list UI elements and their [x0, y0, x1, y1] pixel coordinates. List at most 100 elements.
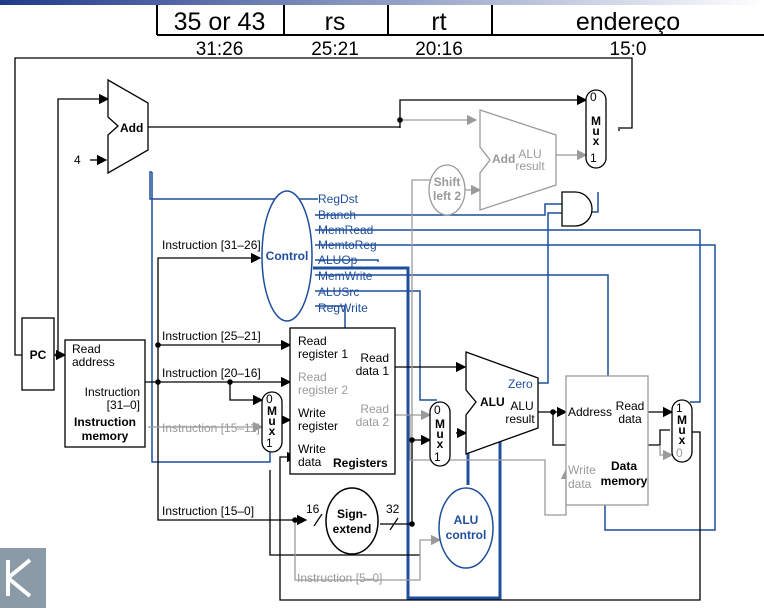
sign-extend: Sign- extend 16 32: [306, 487, 400, 555]
branch-alu-label: ALU: [518, 147, 541, 161]
control-wires: [149, 171, 716, 531]
register-file: Read register 1 Read register 2 Write re…: [289, 327, 396, 475]
svg-text:M: M: [267, 404, 277, 418]
svg-text:Instruction [20–16]: Instruction [20–16]: [162, 366, 261, 380]
svg-text:extend: extend: [333, 522, 372, 536]
svg-text:M: M: [591, 114, 601, 128]
svg-text:data: data: [298, 455, 322, 469]
svg-text:Instruction [31–26]: Instruction [31–26]: [162, 238, 261, 252]
svg-text:result: result: [505, 412, 535, 426]
svg-text:Data: Data: [611, 459, 637, 473]
field-rt: rt: [431, 8, 447, 36]
control-signal-labels: RegDst Branch MemRead MemtoReg ALUOp Mem…: [318, 192, 377, 315]
svg-text:x: x: [437, 437, 444, 451]
field-rt-bits: 20:16: [415, 39, 463, 60]
svg-text:1: 1: [676, 401, 683, 415]
svg-text:Write: Write: [568, 463, 596, 477]
data-wires: [14, 57, 701, 601]
svg-text:Instruction [25–21]: Instruction [25–21]: [162, 329, 261, 343]
svg-text:register: register: [298, 419, 338, 433]
svg-text:Read: Read: [298, 370, 327, 384]
svg-text:u: u: [436, 427, 443, 441]
svg-text:Instruction [15–0]: Instruction [15–0]: [162, 504, 254, 518]
field-address-bits: 15:0: [609, 39, 647, 60]
svg-text:ALU: ALU: [510, 399, 533, 413]
svg-text:x: x: [679, 433, 686, 447]
add-constant: 4: [74, 153, 81, 167]
instruction-memory: Read address Instruction [31–0] Instruct…: [64, 339, 146, 448]
alu-zero: Zero: [508, 377, 533, 391]
alu-control: ALU control: [438, 487, 494, 569]
inactive-wires: [148, 114, 674, 581]
svg-text:data 2: data 2: [356, 415, 390, 429]
svg-text:Write: Write: [298, 442, 326, 456]
field-address: endereço: [575, 8, 681, 36]
field-opcode: 35 or 43: [173, 8, 266, 36]
signal-aluop: ALUOp: [318, 253, 358, 267]
svg-text:ALU: ALU: [480, 395, 505, 409]
branch-add-label: Add: [492, 152, 515, 166]
svg-text:u: u: [592, 124, 599, 138]
svg-text:data: data: [618, 412, 642, 426]
main-alu: ALU Zero ALU result: [465, 351, 539, 455]
field-opcode-bits: 31:26: [195, 39, 244, 60]
svg-text:Instruction: Instruction: [74, 415, 136, 429]
add-label: Add: [120, 121, 143, 135]
instruction-format-fields: 35 or 43 rs rt endereço 31:26 25:21 20:1…: [157, 5, 764, 60]
svg-text:Read: Read: [298, 334, 327, 348]
svg-text:u: u: [678, 423, 685, 437]
svg-text:Read: Read: [360, 351, 389, 365]
signal-memwrite: MemWrite: [318, 269, 373, 283]
shift-label-1: Shift: [434, 175, 461, 189]
signal-alusrc: ALUSrc: [318, 285, 359, 299]
svg-text:ALU: ALU: [454, 513, 479, 527]
width-16: 16: [306, 502, 320, 516]
svg-text:Read: Read: [72, 342, 101, 356]
control-label: Control: [266, 249, 309, 263]
svg-text:Read: Read: [616, 399, 645, 413]
svg-text:0: 0: [590, 90, 597, 104]
svg-text:u: u: [268, 414, 275, 428]
svg-text:memory: memory: [82, 429, 129, 443]
svg-text:0: 0: [266, 392, 273, 406]
svg-text:Instruction [5–0]: Instruction [5–0]: [297, 571, 382, 585]
svg-text:memory: memory: [601, 474, 648, 488]
pc-label: PC: [30, 348, 47, 362]
svg-text:Instruction [15–11]: Instruction [15–11]: [162, 421, 260, 435]
svg-text:Sign-: Sign-: [337, 507, 367, 521]
svg-text:data: data: [568, 477, 592, 491]
branch-adder: Add ALU result: [479, 109, 557, 211]
field-rs: rs: [324, 8, 346, 36]
svg-text:register 2: register 2: [298, 383, 348, 397]
pc-register: PC: [21, 317, 55, 391]
field-rs-bits: 25:21: [311, 39, 359, 60]
top-accent-bar: [0, 0, 764, 5]
width-32: 32: [386, 502, 400, 516]
instruction-field-labels: Instruction [31–26] Instruction [25–21] …: [162, 238, 382, 585]
svg-text:Registers: Registers: [333, 456, 388, 470]
signal-branch: Branch: [318, 208, 356, 222]
signal-memread: MemRead: [318, 223, 373, 237]
svg-text:Instruction: Instruction: [85, 385, 140, 399]
svg-text:x: x: [269, 424, 276, 438]
svg-text:0: 0: [676, 446, 683, 460]
svg-text:x: x: [593, 134, 600, 148]
data-memory: Address Read data Write data Data memory: [565, 375, 649, 506]
svg-text:Address: Address: [568, 405, 612, 419]
regdst-mux: 0 M u x 1: [261, 391, 283, 453]
junction-dots: [55, 117, 556, 527]
signal-regwrite: RegWrite: [318, 301, 368, 315]
svg-text:0: 0: [434, 403, 441, 417]
branch-result-label: result: [515, 159, 545, 173]
pc-adder: Add 4: [74, 78, 149, 175]
signal-memtoreg: MemtoReg: [318, 238, 377, 252]
svg-text:register 1: register 1: [298, 347, 348, 361]
svg-text:Read: Read: [360, 402, 389, 416]
memtoreg-mux: 1 M u x 0: [671, 399, 693, 463]
pc-source-mux: 0 M u x 1: [585, 89, 607, 169]
field-separators: [156, 5, 764, 36]
svg-text:data 1: data 1: [356, 364, 390, 378]
svg-text:[31–0]: [31–0]: [107, 398, 140, 412]
svg-text:address: address: [72, 355, 115, 369]
